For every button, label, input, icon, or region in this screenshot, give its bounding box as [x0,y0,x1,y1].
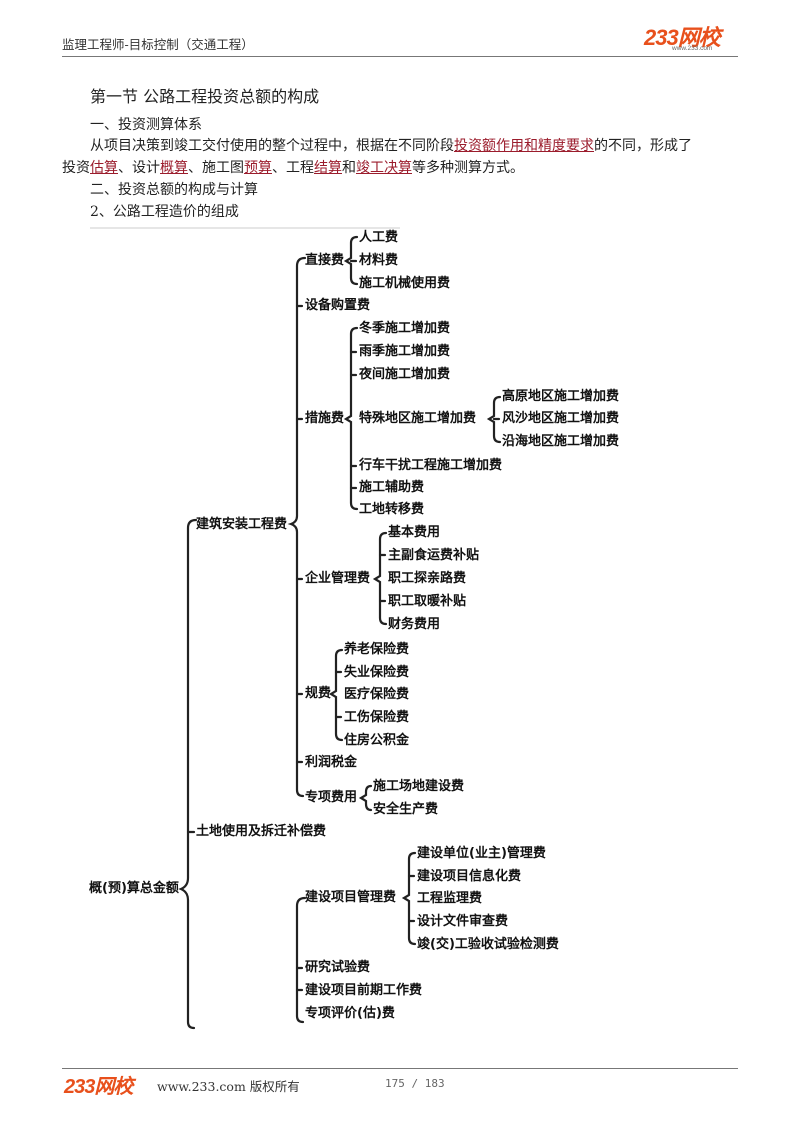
node-special-cost: 专项费用 [305,790,358,805]
footer-logo: 233网校 [64,1076,133,1098]
header-logo-url: www.233.com [672,45,713,52]
header-rule [62,56,738,57]
leaf-acceptance-test: 竣(交)工验收试验检测费 [417,937,559,952]
leaf-basic: 基本费用 [388,525,441,540]
node-project-mgmt: 建设项目管理费 [305,890,397,905]
leaf-safety: 安全生产费 [373,802,439,817]
section-title: 第一节 公路工程投资总额的构成 [90,87,320,106]
leaf-supervision: 工程监理费 [417,891,483,906]
subheading-3: 2、公路工程造价的组成 [90,204,239,220]
leaf-heating: 职工取暖补贴 [388,594,467,609]
node-research: 研究试验费 [305,960,371,975]
leaf-design-review: 设计文件审查费 [417,914,509,929]
leaf-finance: 财务费用 [388,617,441,632]
leaf-site-construction: 施工场地建设费 [373,779,465,794]
leaf-transfer: 工地转移费 [359,502,425,517]
leaf-injury: 工伤保险费 [344,710,410,725]
node-statutory-fee: 规费 [305,686,332,701]
root-node: 概(预)算总金额 [89,881,179,896]
node-preliminary: 建设项目前期工作费 [305,983,423,998]
footer-rule [62,1068,738,1069]
leaf-machinery: 施工机械使用费 [359,276,451,291]
node-equipment: 设备购置费 [305,298,371,313]
leaf-housing-fund: 住房公积金 [344,733,410,748]
leaf-material: 材料费 [359,253,399,268]
header-title: 监理工程师-目标控制（交通工程） [62,37,254,52]
leaf-auxiliary: 施工辅助费 [359,480,425,495]
paragraph-line-1: 从项目决策到竣工交付使用的整个过程中，根据在不同阶段投资额作用和精度要求的不同，… [90,138,692,154]
subheading-2: 二、投资总额的构成与计算 [90,182,258,198]
paragraph-line-2: 投资估算、设计概算、施工图预算、工程结算和竣工决算等多种测算方式。 [62,160,524,176]
leaf-home-leave: 职工探亲路费 [388,571,467,586]
leaf-winter: 冬季施工增加费 [359,321,451,336]
node-enterprise-mgmt: 企业管理费 [305,571,371,586]
leaf-medical: 医疗保险费 [344,687,410,702]
leaf-informatization: 建设项目信息化费 [417,869,522,884]
header-logo: 233网校 [644,25,721,50]
node-construction: 建筑安装工程费 [196,517,288,532]
leaf-food-subsidy: 主副食运费补贴 [388,548,480,563]
leaf-coastal: 沿海地区施工增加费 [502,434,620,449]
page-number: 175 / 183 [385,1077,445,1090]
node-direct: 直接费 [305,253,345,268]
leaf-rain: 雨季施工增加费 [359,344,451,359]
leaf-unemployment: 失业保险费 [344,665,410,680]
node-land: 土地使用及拆迁补偿费 [196,824,327,839]
leaf-traffic: 行车干扰工程施工增加费 [359,458,503,473]
leaf-pension: 养老保险费 [344,642,410,657]
node-evaluation: 专项评价(估)费 [305,1006,395,1021]
leaf-owner-mgmt: 建设单位(业主)管理费 [417,846,546,861]
leaf-labor: 人工费 [359,230,399,245]
footer-site: www.233.com 版权所有 [157,1079,300,1094]
node-profit-tax: 利润税金 [305,755,358,770]
node-special-region: 特殊地区施工增加费 [359,411,477,426]
node-measure: 措施费 [305,411,345,426]
leaf-sandstorm: 风沙地区施工增加费 [502,411,620,426]
leaf-plateau: 高原地区施工增加费 [502,389,620,404]
subheading-1: 一、投资测算体系 [90,117,202,133]
leaf-night: 夜间施工增加费 [359,367,451,382]
